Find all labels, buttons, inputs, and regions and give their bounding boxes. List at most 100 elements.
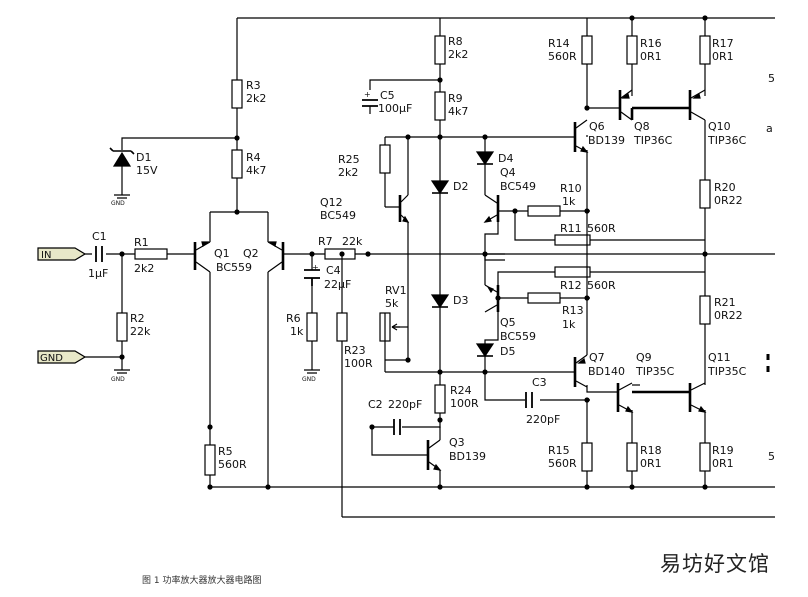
diode-d3 <box>430 294 450 309</box>
label-r13: R13 <box>562 304 584 317</box>
label-r19-value: 0R1 <box>712 457 734 470</box>
label-d4: D4 <box>498 152 513 165</box>
capacitor-c3 <box>525 392 533 408</box>
label-r14-value: 560R <box>548 50 577 63</box>
label-q10: Q10 <box>708 120 731 133</box>
label-q10-value: TIP36C <box>707 134 747 147</box>
label-r13-value: 1k <box>562 318 576 331</box>
label-c4-value: 22µF <box>324 278 351 291</box>
label-r3: R3 <box>246 79 261 92</box>
transistor-q4 <box>483 194 500 223</box>
label-r7-value: 22k <box>342 235 363 248</box>
transistor-q8 <box>618 89 633 121</box>
transistor-q11 <box>688 382 707 413</box>
resistor-r2 <box>116 312 128 342</box>
label-d5: D5 <box>500 345 515 358</box>
label-r24-value: 100R <box>450 397 479 410</box>
edge-label-2: a <box>766 122 773 135</box>
label-d3: D3 <box>453 294 468 307</box>
resistor-r21 <box>699 295 711 325</box>
transistor-q2 <box>267 241 285 273</box>
label-r21: R21 <box>714 296 736 309</box>
label-c1: C1 <box>92 230 107 243</box>
label-r12: R12 <box>560 279 582 292</box>
resistor-r11 <box>554 234 591 246</box>
label-r10-value: 1k <box>562 195 576 208</box>
transistor-q12 <box>398 194 410 223</box>
resistor-r25 <box>379 144 391 174</box>
c5-plus-mark: + <box>364 90 371 99</box>
label-r6: R6 <box>286 312 301 325</box>
label-r17: R17 <box>712 37 734 50</box>
label-q5: Q5 <box>500 316 516 329</box>
label-r11: R11 <box>560 222 582 235</box>
label-c5-value: 100µF <box>378 102 412 115</box>
label-q12-value: BC549 <box>320 209 356 222</box>
diode-d1 <box>112 151 132 167</box>
label-r5-value: 560R <box>218 458 247 471</box>
label-r12-value: 560R <box>587 279 616 292</box>
capacitors <box>95 99 533 435</box>
diode-d2 <box>430 180 450 195</box>
resistor-r20 <box>699 179 711 209</box>
port-in: IN <box>37 247 87 261</box>
component-labels: C1 1µF R1 2k2 R2 22k D1 15V R3 2k2 R4 4k… <box>88 35 747 471</box>
label-q8-value: TIP36C <box>633 134 673 147</box>
gnd-label-r6: GND <box>302 376 316 383</box>
resistor-r6 <box>306 312 318 342</box>
edge-label-1: 5 <box>768 72 775 85</box>
label-r16: R16 <box>640 37 662 50</box>
label-q4-value: BC549 <box>500 180 536 193</box>
label-r18: R18 <box>640 444 662 457</box>
diodes <box>109 147 495 358</box>
transistor-q3 <box>426 439 442 471</box>
label-r6-value: 1k <box>290 325 304 338</box>
resistor-r16 <box>626 35 638 65</box>
port-gnd: GND <box>37 350 87 364</box>
resistor-r10 <box>527 205 561 217</box>
label-q1: Q1 <box>214 247 230 260</box>
resistor-r13 <box>527 292 561 304</box>
resistor-r23 <box>336 312 348 342</box>
port-in-label: IN <box>41 250 51 261</box>
label-rv1: RV1 <box>385 284 407 297</box>
label-q5-value: BC559 <box>500 330 536 343</box>
transistor-q1 <box>193 241 211 273</box>
capacitor-c5 <box>362 99 378 107</box>
label-r9: R9 <box>448 92 463 105</box>
resistor-r3 <box>231 79 243 109</box>
gnd-label-d1: GND <box>111 200 125 207</box>
resistor-r15 <box>581 442 593 472</box>
label-c4: C4 <box>326 264 341 277</box>
label-r20: R20 <box>714 181 736 194</box>
resistor-r1 <box>134 248 168 260</box>
label-r23-value: 100R <box>344 357 373 370</box>
label-r25: R25 <box>338 153 360 166</box>
resistor-r12 <box>554 266 591 278</box>
label-d1: D1 <box>136 151 151 164</box>
label-c5: C5 <box>380 89 395 102</box>
label-r2-value: 22k <box>130 325 151 338</box>
transistor-q9 <box>616 382 634 413</box>
capacitor-c2 <box>393 419 401 435</box>
label-r19: R19 <box>712 444 734 457</box>
label-r24: R24 <box>450 384 472 397</box>
label-r8: R8 <box>448 35 463 48</box>
transistor-q7 <box>573 354 588 388</box>
edge-label-3: 5 <box>768 450 775 463</box>
resistor-r17 <box>699 35 711 65</box>
label-rv1-value: 5k <box>385 297 399 310</box>
resistor-r8 <box>434 35 446 65</box>
label-q11-value: TIP35C <box>707 365 747 378</box>
label-r7: R7 <box>318 235 333 248</box>
label-q7: Q7 <box>589 351 605 364</box>
resistors <box>116 35 711 476</box>
label-q6-value: BD139 <box>588 134 625 147</box>
label-r4: R4 <box>246 151 261 164</box>
transistors <box>193 89 707 471</box>
resistor-r4 <box>231 149 243 179</box>
label-r10: R10 <box>560 182 582 195</box>
label-d1-value: 15V <box>136 164 158 177</box>
resistor-r24 <box>434 384 446 414</box>
